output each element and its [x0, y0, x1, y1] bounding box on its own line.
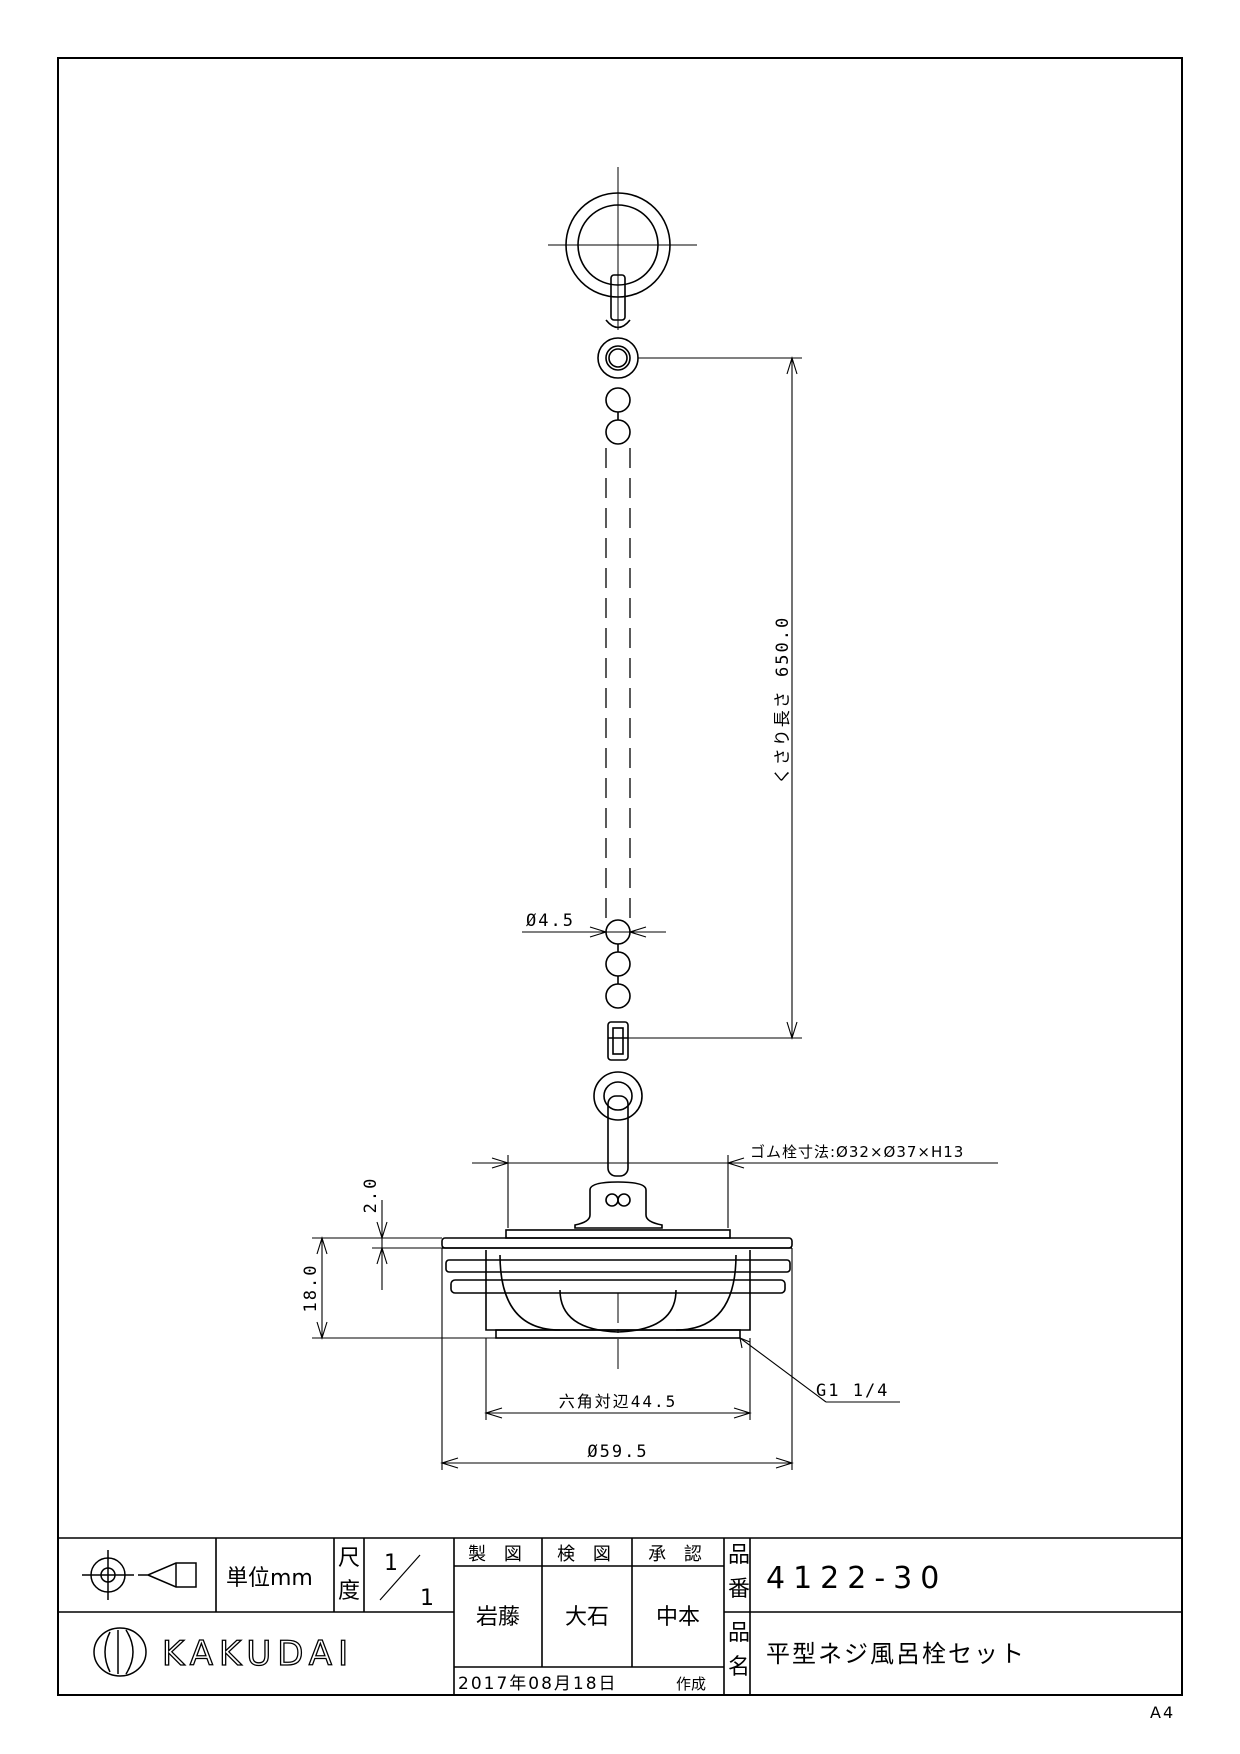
company-name: KAKUDAI — [162, 1634, 354, 1674]
drawing-frame — [57, 57, 1183, 1696]
pull-ring — [548, 167, 697, 330]
scale-label-top: 尺 — [338, 1546, 360, 1571]
unit-label: 単位mm — [226, 1566, 313, 1591]
lower-eyelet — [593, 1071, 643, 1207]
dim-top-thickness: 2.0 — [361, 1177, 381, 1214]
part-number: 4122-30 — [766, 1561, 947, 1596]
plug-body — [441, 1181, 793, 1370]
drawn-label: 製 図 — [468, 1544, 528, 1565]
ball-chain — [605, 387, 631, 1009]
kakudai-logo-icon — [93, 1627, 147, 1677]
dimension-lines — [312, 356, 998, 1470]
part-no-label-top: 品 — [728, 1543, 750, 1568]
approved-label: 承 認 — [648, 1544, 708, 1565]
title-block-grid — [58, 1537, 1182, 1695]
ring-connector — [605, 274, 631, 329]
part-name-label-top: 品 — [728, 1621, 750, 1646]
top-eyelet — [597, 337, 639, 379]
part-name-label-bottom: 名 — [728, 1655, 750, 1680]
dim-outer-diameter: Ø59.5 — [587, 1442, 648, 1462]
paper-size: A4 — [1150, 1703, 1175, 1722]
scale-denominator: 1 — [420, 1586, 434, 1611]
scale-label-bottom: 度 — [338, 1579, 360, 1604]
third-angle-projection-icon — [82, 1550, 197, 1600]
checked-label: 検 図 — [557, 1544, 617, 1565]
created-label: 作成 — [676, 1675, 706, 1693]
dim-thread: G1 1/4 — [816, 1381, 889, 1401]
dim-rubber-plug-size: ゴム栓寸法:Ø32×Ø37×H13 — [750, 1143, 964, 1161]
part-no-label-bottom: 番 — [728, 1577, 750, 1602]
scale-numerator: 1 — [384, 1551, 398, 1576]
checked-by: 大石 — [565, 1605, 609, 1630]
dim-chain-length: くさり長さ 650.0 — [773, 616, 793, 784]
approved-by: 中本 — [656, 1605, 700, 1630]
part-name: 平型ネジ風呂栓セット — [766, 1640, 1026, 1668]
drawing-date: 2017年08月18日 — [458, 1674, 618, 1694]
dim-hex-across-flats: 六角対辺44.5 — [559, 1392, 678, 1411]
dim-body-height: 18.0 — [301, 1264, 321, 1313]
dim-ball-diameter: Ø4.5 — [526, 911, 575, 931]
lower-connector — [607, 1021, 629, 1061]
drawn-by: 岩藤 — [476, 1605, 520, 1630]
